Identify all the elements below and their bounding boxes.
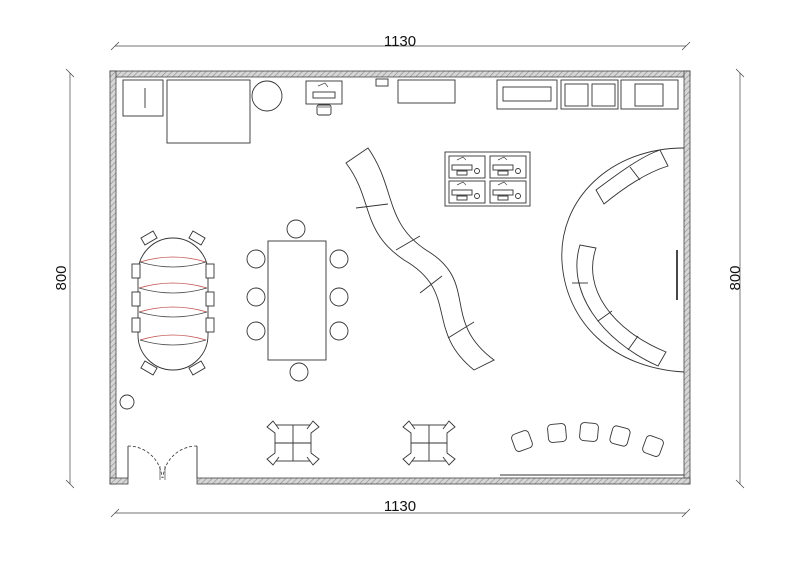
- serpentine-bench: [345, 147, 495, 371]
- dimension-right-label: 800: [727, 265, 744, 290]
- dimension-top-label: 1130: [384, 33, 416, 50]
- reception-desk: [305, 80, 343, 116]
- storage-cabinet: [122, 79, 164, 117]
- small-round-stool: [119, 394, 135, 410]
- lounge-seats: [500, 422, 684, 476]
- entrance-door: [127, 445, 198, 480]
- dimension-top: 1130: [110, 33, 691, 51]
- round-planter: [251, 80, 283, 112]
- conference-chairs-left: [131, 230, 215, 376]
- dimension-left: 800: [53, 68, 75, 489]
- dimension-right: 800: [727, 68, 745, 489]
- dimension-bottom: 1130: [110, 498, 691, 518]
- locker-unit: [620, 79, 679, 110]
- dimension-bottom-label: 1130: [384, 498, 416, 515]
- kitchen-counter: [496, 79, 558, 110]
- workstation-pod-left: [266, 420, 320, 466]
- rectangular-meeting-table: [246, 219, 349, 382]
- small-wall-box: [375, 78, 389, 87]
- shelving-unit: [560, 79, 619, 110]
- walls: [109, 70, 691, 485]
- workstation-cluster: [444, 151, 531, 207]
- large-table-top-left: [166, 79, 251, 144]
- oval-conference-table: [131, 230, 215, 376]
- workstation-pod-right: [402, 420, 456, 466]
- curved-lounge-area: [561, 147, 685, 373]
- credenza: [397, 79, 456, 104]
- dimension-left-label: 800: [53, 265, 70, 290]
